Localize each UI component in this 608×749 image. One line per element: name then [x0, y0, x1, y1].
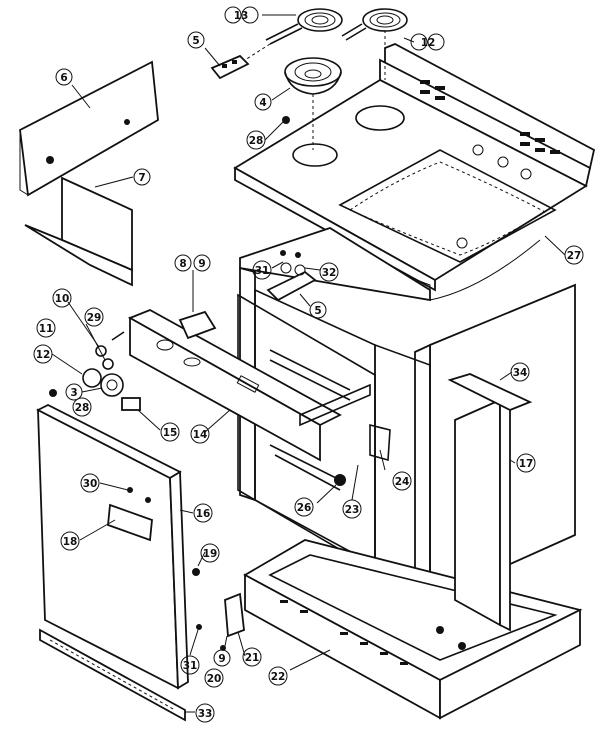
callout-24: 24 — [395, 476, 410, 488]
callout-18: 18 — [63, 536, 78, 548]
callout-labels: 13 12 5 4 6 7 28 27 31 32 8 9 5 10 29 11 — [33, 6, 584, 723]
callout-3: 3 — [70, 387, 77, 399]
cabinet-base — [243, 539, 583, 720]
mounting-bracket — [266, 250, 317, 302]
callout-30: 30 — [83, 478, 98, 490]
callout-5b: 5 — [314, 305, 321, 317]
callout-31a: 31 — [255, 265, 270, 277]
callout-28b: 28 — [75, 402, 90, 414]
callout-29: 29 — [87, 312, 102, 324]
base-vents — [280, 600, 408, 665]
cooktop-sink-top — [233, 43, 596, 301]
callout-9b: 9 — [218, 653, 225, 665]
surface-burner-left — [265, 8, 343, 45]
callout-28a: 28 — [249, 135, 264, 147]
callout-23: 23 — [345, 504, 360, 516]
callout-10: 10 — [55, 293, 70, 305]
callout-31b: 31 — [183, 660, 198, 672]
callout-8: 8 — [179, 258, 186, 270]
callout-6: 6 — [60, 72, 67, 84]
callout-12b: 12 — [36, 349, 51, 361]
callout-9: 9 — [198, 258, 205, 270]
control-knobs — [82, 331, 141, 411]
trim-strip — [447, 373, 533, 411]
callout-12: 12 — [421, 37, 436, 49]
callout-22: 22 — [271, 671, 286, 683]
callout-32: 32 — [322, 267, 337, 279]
callout-4: 4 — [259, 97, 266, 109]
callout-27: 27 — [567, 250, 582, 262]
callout-17: 17 — [519, 458, 534, 470]
callout-20: 20 — [207, 673, 222, 685]
side-filler-panel — [454, 398, 511, 632]
leader-lines — [51, 14, 566, 713]
cabinet-door — [36, 403, 189, 690]
hinge-hardware — [192, 423, 466, 651]
callout-7: 7 — [138, 172, 145, 184]
callout-19: 19 — [203, 548, 218, 560]
kick-strip — [39, 628, 186, 722]
switch — [178, 310, 217, 340]
callout-15: 15 — [163, 427, 178, 439]
burner-receptacle — [210, 54, 250, 80]
control-panel — [127, 309, 371, 462]
back-panel-lower — [24, 176, 133, 287]
drip-bowl — [284, 57, 342, 95]
callout-33: 33 — [198, 708, 213, 720]
callout-5: 5 — [192, 35, 199, 47]
surface-burner-right — [341, 8, 408, 41]
screw-28a — [282, 116, 290, 124]
callout-11: 11 — [39, 323, 54, 335]
back-panel-upper — [19, 60, 159, 197]
callout-26: 26 — [297, 502, 312, 514]
callout-16: 16 — [196, 508, 211, 520]
callout-34: 34 — [513, 367, 528, 379]
screw-28b — [49, 389, 57, 397]
callout-13: 13 — [234, 10, 249, 22]
callout-14: 14 — [193, 429, 208, 441]
backsplash-vents — [420, 80, 560, 154]
callout-21: 21 — [245, 652, 260, 664]
